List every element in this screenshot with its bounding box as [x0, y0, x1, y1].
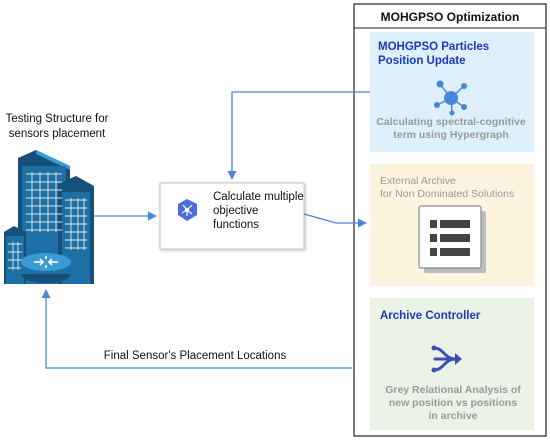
external-archive-box: External Archive for Non Dominated Solut… [370, 164, 534, 286]
particles-desc-line1: Calculating spectral-cognitive [376, 116, 526, 128]
archive-title-line1: External Archive [380, 175, 456, 187]
particles-update-box: MOHGPSO Particles Position Update Calcul… [370, 32, 534, 152]
arrow-objective-to-archive [303, 213, 367, 228]
structure-caption: Testing Structure for sensors placement [6, 113, 109, 140]
particles-title-line2: Position Update [378, 55, 466, 67]
optimization-panel: MOHGPSO Optimization MOHGPSO Particles P… [353, 3, 547, 437]
structure-caption-line1: Testing Structure for [6, 113, 109, 125]
structure-caption-line2: sensors placement [9, 128, 106, 140]
list-document-icon [418, 205, 486, 273]
network-hub-icon [178, 199, 197, 221]
arrow-controller-to-structure [41, 289, 352, 369]
return-arrow-label: Final Sensor's Placement Locations [104, 350, 287, 362]
building-with-router-icon [4, 150, 94, 284]
objective-label-line3: functions [213, 219, 259, 231]
arrow-particles-to-objective [227, 91, 370, 180]
panel-title: MOHGPSO Optimization [381, 10, 520, 24]
objective-label-line2: objective [213, 205, 258, 217]
archive-controller-box: Archive Controller Grey Relational Analy… [370, 298, 534, 430]
hypergraph-node-icon [434, 80, 467, 116]
objective-box: Calculate multiple objective functions [159, 182, 305, 250]
controller-desc-line2: new position vs positions [389, 397, 518, 409]
flow-arrows [41, 91, 370, 369]
controller-desc-line3: in archive [428, 410, 477, 422]
objective-label-line1: Calculate multiple [213, 191, 304, 203]
particles-title-line1: MOHGPSO Particles [378, 41, 489, 53]
merge-flow-icon [431, 345, 462, 373]
controller-title: Archive Controller [380, 310, 481, 322]
particles-desc-line2: term using Hypergraph [393, 129, 509, 141]
controller-desc-line1: Grey Relational Analysis of [385, 384, 521, 396]
archive-title-line2: for Non Dominated Solutions [380, 188, 514, 200]
